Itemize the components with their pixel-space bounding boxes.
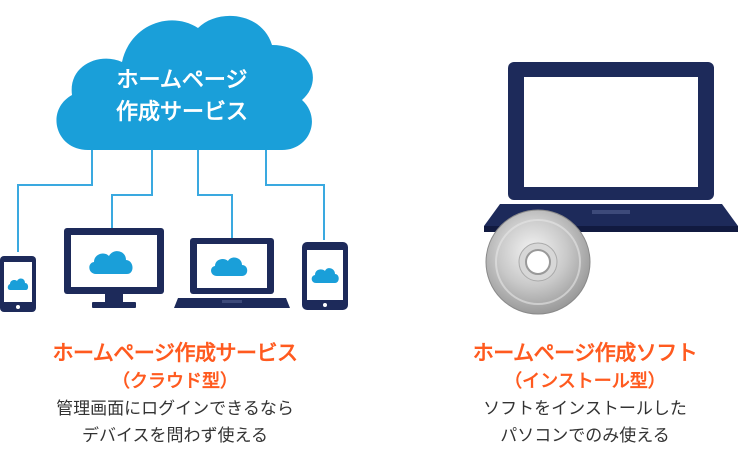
tablet-icon bbox=[302, 242, 348, 310]
connector-lines bbox=[18, 150, 324, 252]
install-type-title: ホームページ作成ソフト bbox=[420, 338, 750, 368]
laptop-icon bbox=[174, 238, 290, 308]
illustration: ホームページ 作成サービス bbox=[0, 0, 750, 340]
smartphone-icon bbox=[0, 256, 36, 312]
cd-disc-icon bbox=[486, 210, 590, 314]
install-type-desc-line2: パソコンでのみ使える bbox=[420, 423, 750, 450]
cloud-type-desc-line2: デバイスを問わず使える bbox=[0, 423, 350, 450]
cloud-label-line2: 作成サービス bbox=[116, 100, 248, 125]
cloud-type-title: ホームページ作成サービス bbox=[0, 338, 350, 368]
install-type-desc-line1: ソフトをインストールした bbox=[420, 396, 750, 423]
cloud-type-caption: ホームページ作成サービス （クラウド型） 管理画面にログインできるなら デバイス… bbox=[0, 338, 350, 450]
cloud-type-desc-line1: 管理画面にログインできるなら bbox=[0, 396, 350, 423]
install-type-caption: ホームページ作成ソフト （インストール型） ソフトをインストールした パソコンで… bbox=[420, 338, 750, 450]
desktop-monitor-icon bbox=[64, 228, 164, 308]
large-laptop-icon bbox=[484, 62, 738, 232]
install-type-subtitle: （インストール型） bbox=[420, 368, 750, 396]
cloud-type-subtitle: （クラウド型） bbox=[0, 368, 350, 396]
cloud-label-line1: ホームページ bbox=[117, 68, 248, 93]
